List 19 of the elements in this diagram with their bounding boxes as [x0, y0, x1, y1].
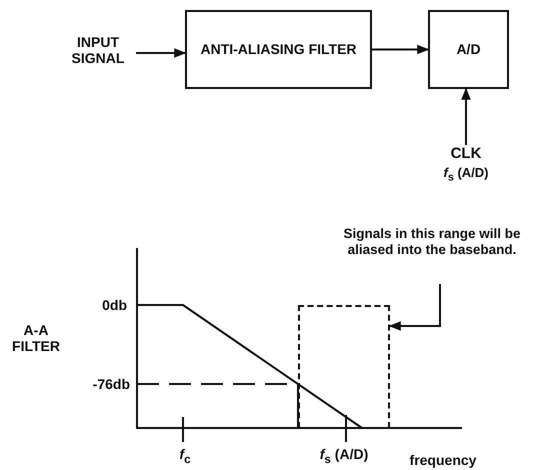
clock-frequency: f$_{s}$ (A/D)	[442, 166, 490, 184]
arrow	[461, 88, 471, 145]
axis-title: frequency	[408, 452, 478, 468]
annotation-text: Signals in this range will be aliased into the baseband.	[325, 226, 539, 258]
axis-tick-label: f$_{c}$	[178, 446, 192, 466]
leader-line	[388, 284, 441, 331]
axis-tick-label: f$_{s}$ (A/D)	[318, 446, 370, 466]
arrow	[136, 48, 186, 58]
block-title: ANTI-ALIASING FILTER	[200, 41, 357, 58]
axis-value: -76db	[92, 376, 130, 392]
signal-label: INPUT SIGNAL	[60, 34, 136, 66]
filter-block	[185, 10, 372, 89]
arrow	[372, 44, 430, 54]
axis-value: 0db	[101, 297, 127, 314]
clock-label: CLK	[450, 145, 482, 162]
converter-block	[428, 10, 509, 89]
axis-title: A-A FILTER	[11, 322, 61, 354]
block-title: A/D	[456, 41, 481, 58]
alias-range-region	[298, 305, 390, 428]
